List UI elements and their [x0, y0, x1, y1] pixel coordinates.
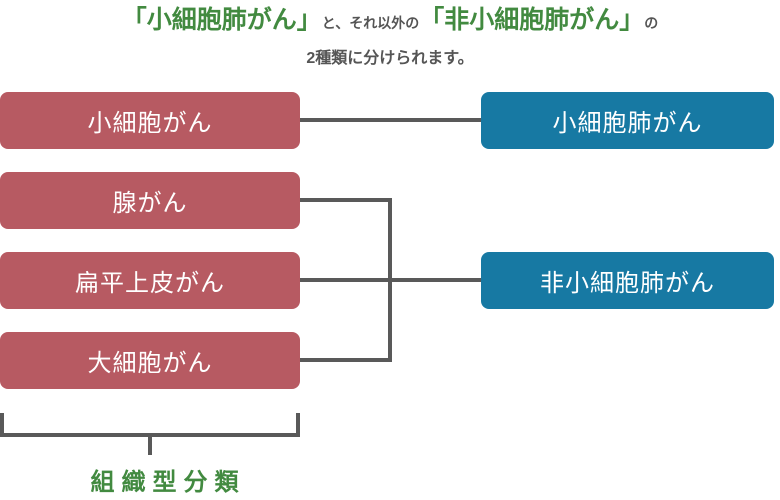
bracket-stem: [148, 433, 152, 455]
diagram-title-line2: 2種類に分けられます。: [306, 50, 474, 67]
diagram-title-line1: 「小細胞肺がん」と、それ以外の「非小細胞肺がん」の: [0, 0, 780, 36]
title-non-small-cell-term: 「非小細胞肺がん」: [419, 6, 645, 34]
bracket-right-tick: [296, 413, 300, 437]
box-label: 小細胞肺がん: [552, 110, 703, 137]
box-large-cell-carcinoma: 大細胞がん: [0, 332, 300, 389]
box-label: 大細胞がん: [87, 350, 213, 377]
bracket-left-tick: [0, 413, 4, 437]
box-small-cell-carcinoma: 小細胞がん: [0, 92, 300, 149]
box-non-small-cell-lung-cancer: 非小細胞肺がん: [481, 252, 774, 309]
box-adenocarcinoma: 腺がん: [0, 172, 300, 229]
title-particle-text: の: [644, 15, 659, 31]
title-small-cell-term: 「小細胞肺がん」: [121, 6, 322, 34]
title-connector-text: と、それ以外の: [321, 15, 420, 31]
connector-small-cell-to-category: [300, 118, 481, 122]
box-label: 非小細胞肺がん: [540, 270, 715, 297]
connector-merge-vertical: [388, 198, 392, 362]
box-squamous-cell-carcinoma: 扁平上皮がん: [0, 252, 300, 309]
connector-large-cell-branch: [300, 358, 392, 362]
box-label: 小細胞がん: [87, 110, 213, 137]
box-small-cell-lung-cancer: 小細胞肺がん: [481, 92, 774, 149]
histology-classification-label: 組織型分類: [90, 469, 246, 496]
box-label: 腺がん: [112, 190, 188, 217]
connector-adenocarcinoma-branch: [300, 198, 392, 202]
box-label: 扁平上皮がん: [75, 270, 225, 297]
